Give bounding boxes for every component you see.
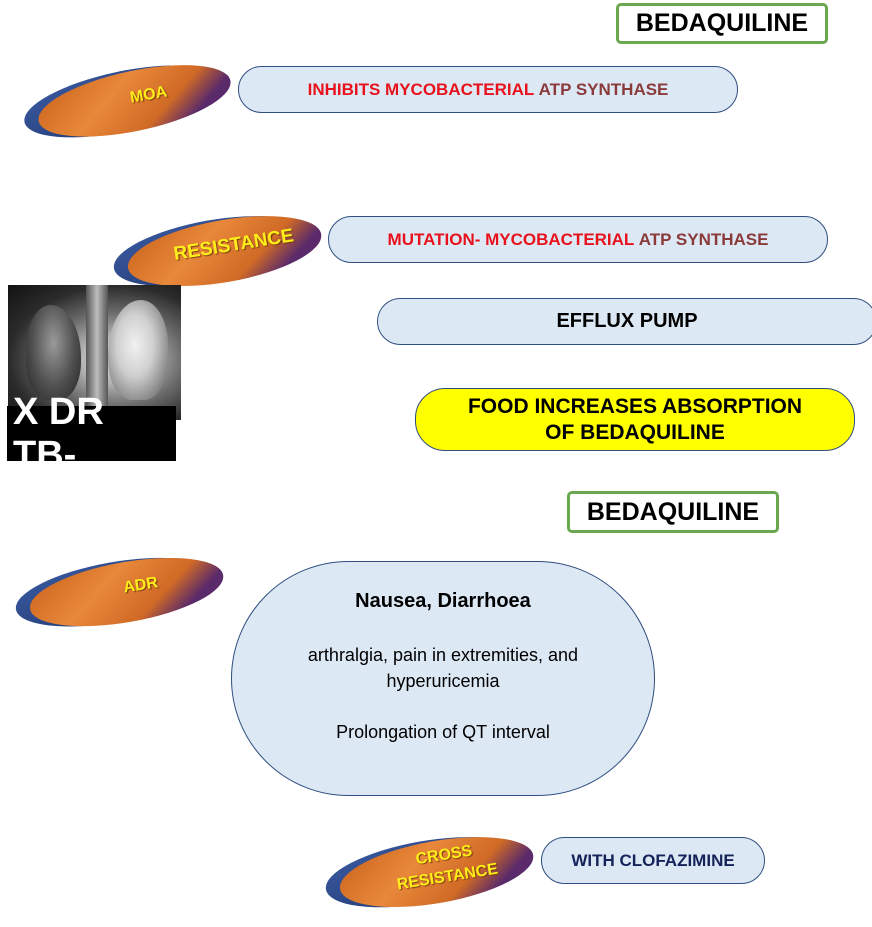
disc-adr: ADR (12, 548, 230, 630)
cross-resistance-pill: WITH CLOFAZIMINE (541, 837, 765, 884)
food-line-2: OF BEDAQUILINE (545, 420, 725, 444)
disc-adr-label: ADR (122, 574, 160, 597)
efflux-pump-text: EFFLUX PUMP (556, 310, 698, 332)
disc-resistance: RESISTANCE (110, 207, 328, 289)
disc-resistance-label: RESISTANCE (172, 225, 296, 265)
adr-oval: Nausea, Diarrhoea arthralgia, pain in ex… (231, 561, 655, 796)
resistance-text-brown: ATP SYNTHASE (638, 229, 769, 249)
moa-text-red: INHIBITS MYCOBACTERIAL (307, 79, 539, 99)
title-text: BEDAQUILINE (635, 9, 809, 37)
xdr-tb-text: X DR TB- (13, 390, 104, 476)
resistance-pill: MUTATION- MYCOBACTERIAL ATP SYNTHASE (328, 216, 828, 263)
food-line-1: FOOD INCREASES ABSORPTION (467, 394, 803, 418)
resistance-text-red: MUTATION- MYCOBACTERIAL (387, 229, 639, 249)
title-bedaquiline-mid: BEDAQUILINE (567, 491, 779, 533)
chest-xray-image (8, 285, 181, 420)
title-text-mid: BEDAQUILINE (586, 497, 760, 526)
xdr-tb-label: X DR TB- (7, 391, 176, 476)
disc-moa: MOA (20, 58, 238, 140)
food-absorption-box: FOOD INCREASES ABSORPTION OF BEDAQUILINE (415, 388, 855, 451)
adr-line-2: arthralgia, pain in extremities, and hyp… (307, 645, 579, 691)
moa-text-brown: ATP SYNTHASE (538, 79, 669, 99)
disc-moa-label: MOA (128, 83, 169, 107)
title-bedaquiline-top: BEDAQUILINE (616, 3, 828, 44)
adr-line-3: Prolongation of QT interval (336, 722, 550, 742)
efflux-pump-pill: EFFLUX PUMP (377, 298, 872, 345)
disc-cross-resistance: CROSS RESISTANCE (322, 828, 540, 910)
cross-resistance-text: WITH CLOFAZIMINE (571, 850, 735, 870)
adr-line-1: Nausea, Diarrhoea (355, 590, 531, 612)
moa-pill: INHIBITS MYCOBACTERIAL ATP SYNTHASE (238, 66, 738, 113)
